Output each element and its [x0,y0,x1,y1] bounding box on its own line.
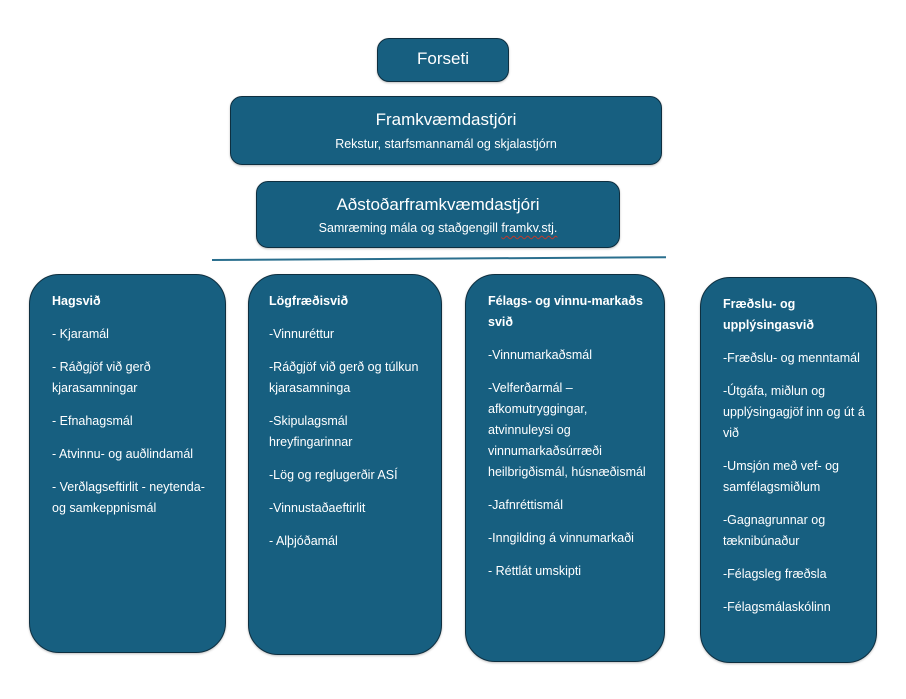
department-title: Félags- og vinnu-markaðs svið [488,294,643,329]
department-item: -Velferðarmál – afkomutryggingar, atvinn… [488,381,646,479]
department-item: -Jafnréttismál [488,498,564,512]
department-item: - Kjaramál [52,327,109,341]
department-title: Hagsvið [52,294,101,308]
department-item: -Ráðgjöf við gerð og túlkun kjarasamning… [269,360,419,395]
department-item: -Vinnustaðaeftirlit [269,501,366,515]
divider-line [211,256,666,261]
department-title: Fræðslu- og upplýsingasvið [723,297,814,332]
deputy-director-subtitle-main: Samræming mála og staðgengill [318,221,502,235]
department-item-list: -Fræðslu- og menntamál -Útgáfa, miðlun o… [723,348,870,618]
department-item-list: -Vinnuréttur -Ráðgjöf við gerð og túlkun… [269,324,429,552]
department-box-legal: Lögfræðisvið -Vinnuréttur -Ráðgjöf við g… [248,274,442,655]
president-box: Forseti [377,38,509,82]
deputy-director-subtitle-abbrev: framkv.stj. [501,221,558,235]
department-item: - Verðlagseftirlit - neytenda- og samkep… [52,480,205,515]
deputy-director-subtitle: Samræming mála og staðgengill framkv.stj… [257,220,619,236]
department-item: - Efnahagsmál [52,414,133,428]
department-box-social-labour: Félags- og vinnu-markaðs svið -Vinnumark… [465,274,665,662]
department-item: -Fræðslu- og menntamál [723,351,860,365]
department-item: -Félagsmálaskólinn [723,600,831,614]
deputy-director-box: Aðstoðarframkvæmdastjóri Samræming mála … [256,181,620,248]
department-item-list: -Vinnumarkaðsmál -Velferðarmál – afkomut… [488,345,656,582]
managing-director-title: Framkvæmdastjóri [375,110,517,129]
department-item: -Lög og reglugerðir ASÍ [269,468,398,482]
department-item: -Vinnumarkaðsmál [488,348,592,362]
department-box-economics: Hagsvið - Kjaramál - Ráðgjöf við gerð kj… [29,274,226,653]
president-title: Forseti [417,49,469,68]
department-item: - Alþjóðamál [269,534,338,548]
deputy-director-title: Aðstoðarframkvæmdastjóri [336,195,540,214]
department-item: - Ráðgjöf við gerð kjarasamningar [52,360,151,395]
managing-director-subtitle: Rekstur, starfsmannamál og skjalastjórn [335,137,557,151]
department-item: -Vinnuréttur [269,327,335,341]
managing-director-box: Framkvæmdastjóri Rekstur, starfsmannamál… [230,96,662,165]
department-title: Lögfræðisvið [269,294,349,308]
department-item: -Inngilding á vinnumarkaði [488,531,634,545]
department-item: -Umsjón með vef- og samfélagsmiðlum [723,459,840,494]
department-item-list: - Kjaramál - Ráðgjöf við gerð kjarasamni… [52,324,213,519]
department-item: - Réttlát umskipti [488,564,582,578]
department-item: -Gagnagrunnar og tæknibúnaður [723,513,826,548]
department-box-education-information: Fræðslu- og upplýsingasvið -Fræðslu- og … [700,277,877,663]
department-item: -Útgáfa, miðlun og upplýsingagjöf inn og… [723,384,865,440]
department-item: -Skipulagsmál hreyfingarinnar [269,414,353,449]
department-item: -Félagsleg fræðsla [723,567,827,581]
department-item: - Atvinnu- og auðlindamál [52,447,194,461]
